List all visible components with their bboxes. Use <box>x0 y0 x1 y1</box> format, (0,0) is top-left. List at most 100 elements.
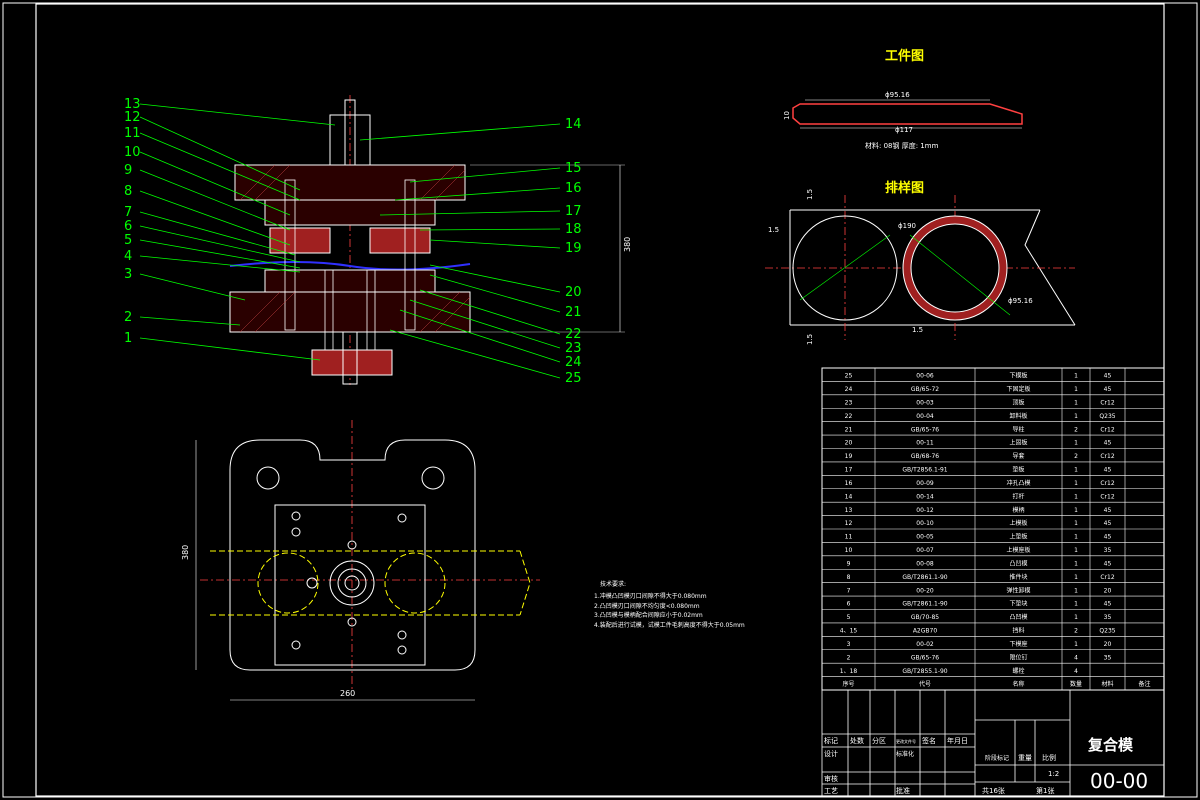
callout-23: 23 <box>565 341 582 356</box>
tb-label-date: 年月日 <box>947 736 968 745</box>
callout-numbers: 13 12 11 10 9 8 7 6 5 4 3 2 1 14 15 16 1… <box>124 97 582 386</box>
bom-cell: GB/65-76 <box>911 426 939 433</box>
bom-cell: 16 <box>845 480 853 487</box>
bom-cell: 上模板 <box>1009 519 1027 527</box>
layout-dia-1: ϕ190 <box>898 222 916 230</box>
callout-3: 3 <box>124 267 132 282</box>
workpiece-material-note: 材料: 08钢 厚度: 1mm <box>865 141 939 150</box>
title-block-text: 复合模 00-00 标记 处数 分区 更改文件号 签名 年月日 设计 标准化 审… <box>824 736 1148 795</box>
callout-11: 11 <box>124 126 141 141</box>
bom-cell: 凸凹模 <box>1009 613 1027 621</box>
callout-6: 6 <box>124 219 132 234</box>
section-view: 380 <box>229 95 632 385</box>
callout-leaders <box>139 103 561 379</box>
tb-label-sign: 签名 <box>922 736 936 745</box>
bom-cell: 下垫块 <box>1009 600 1027 608</box>
bom-cell: GB/T2855.1-90 <box>902 668 947 675</box>
bom-cell: 1、18 <box>840 668 858 675</box>
layout-title: 排样图 <box>885 180 924 196</box>
bom-cell: Cr12 <box>1100 399 1114 406</box>
bom-cell: 00-03 <box>916 399 934 406</box>
bom-cell: 下固定板 <box>1006 385 1030 393</box>
bom-header-cell: 序号 <box>842 680 854 688</box>
bom-cell: GB/70-85 <box>911 614 939 621</box>
callout-21: 21 <box>565 305 582 320</box>
tb-label-stage: 阶段标记 <box>985 754 1009 762</box>
bom-cell: A2GB70 <box>913 628 938 635</box>
bom-cell: 45 <box>1104 373 1112 380</box>
callout-18: 18 <box>565 222 582 237</box>
layout-dia-2: ϕ95.16 <box>1008 297 1033 305</box>
bom-cell: Cr12 <box>1100 574 1114 581</box>
dim-width-bottom: 260 <box>340 689 355 698</box>
callout-20: 20 <box>565 285 582 300</box>
bom-cell: 冲孔凸模 <box>1006 479 1030 487</box>
callout-22: 22 <box>565 327 582 342</box>
workpiece-height: 10 <box>783 111 791 120</box>
bom-header-cell: 名称 <box>1012 680 1024 688</box>
bom-cell: 00-06 <box>916 373 934 380</box>
bom-cell: 24 <box>845 386 853 393</box>
bom-cell: Cr12 <box>1100 453 1114 460</box>
bom-cell: 7 <box>847 587 851 594</box>
bom-cell: 20 <box>1104 641 1112 648</box>
bom-cell: 凸凹模 <box>1009 559 1027 567</box>
bom-cell: 14 <box>845 493 853 500</box>
callout-14: 14 <box>565 117 582 132</box>
callout-13: 13 <box>124 97 141 112</box>
bom-cell: GB/65-72 <box>911 386 939 393</box>
bom-cell: 1 <box>1074 587 1078 594</box>
workpiece-inner-dia: ϕ95.16 <box>885 91 910 99</box>
dim-height-left: 380 <box>181 545 190 560</box>
tb-label-weight: 重量 <box>1018 754 1032 762</box>
inner-frame <box>35 3 1165 797</box>
bom-cell: 上垫板 <box>1009 533 1027 541</box>
plan-view: 380 260 <box>181 420 540 701</box>
bom-cell: 下模座 <box>1009 640 1027 648</box>
tb-sheets: 共16张 <box>982 786 1005 795</box>
bom-header-cell: 材料 <box>1101 680 1113 688</box>
bom-cell: 20 <box>845 440 853 447</box>
tb-label-count: 处数 <box>850 736 864 745</box>
bom-cell: 45 <box>1104 560 1112 567</box>
callout-1: 1 <box>124 331 132 346</box>
tb-label-process: 工艺 <box>824 787 838 795</box>
bom-cell: 35 <box>1104 547 1112 554</box>
bom-cell: 6 <box>847 601 851 608</box>
bom-cell: 1 <box>1074 601 1078 608</box>
callout-9: 9 <box>124 163 132 178</box>
layout-gap-dim: 1.5 <box>912 326 923 334</box>
bom-cell: 17 <box>845 467 853 474</box>
bom-cell: 35 <box>1104 654 1112 661</box>
strip-layout-drawing: 排样图 ϕ190 ϕ95.16 1.5 1.5 1.5 1.5 <box>765 180 1076 345</box>
bom-cell: 20 <box>1104 587 1112 594</box>
bom-cell: 5 <box>847 614 851 621</box>
callout-12: 12 <box>124 110 141 125</box>
layout-left-dim: 1.5 <box>768 226 779 234</box>
bom-cell: Cr12 <box>1100 426 1114 433</box>
technical-requirements: 技术要求: 1.冲模凸凹模刃口间隙不得大于0.080mm 2.凸凹模刃口间隙不均… <box>594 580 745 629</box>
bom-cell: 00-20 <box>916 587 934 594</box>
bom-cell: 22 <box>845 413 853 420</box>
tb-label-mark: 标记 <box>824 736 838 745</box>
tb-scale-value: 1:2 <box>1048 770 1059 778</box>
bom-cell: 1 <box>1074 440 1078 447</box>
bom-cell: 2 <box>1074 426 1078 433</box>
tb-label-scale: 比例 <box>1042 753 1056 762</box>
bom-cell: 1 <box>1074 373 1078 380</box>
bom-cell: 11 <box>845 534 853 541</box>
workpiece-outer-dia: ϕ117 <box>895 126 913 134</box>
bom-cell: 00-05 <box>916 534 934 541</box>
bom-cell: 45 <box>1104 386 1112 393</box>
bom-cell: 1 <box>1074 560 1078 567</box>
callout-19: 19 <box>565 241 582 256</box>
tb-label-standard: 标准化 <box>896 750 914 758</box>
callout-16: 16 <box>565 181 582 196</box>
callout-15: 15 <box>565 161 582 176</box>
bom-cell: 13 <box>845 507 853 514</box>
bom-cell: 4 <box>1074 654 1078 661</box>
bom-cell: 挡料 <box>1012 627 1024 635</box>
workpiece-title: 工件图 <box>885 48 924 64</box>
bom-cell: 4、15 <box>840 628 858 635</box>
